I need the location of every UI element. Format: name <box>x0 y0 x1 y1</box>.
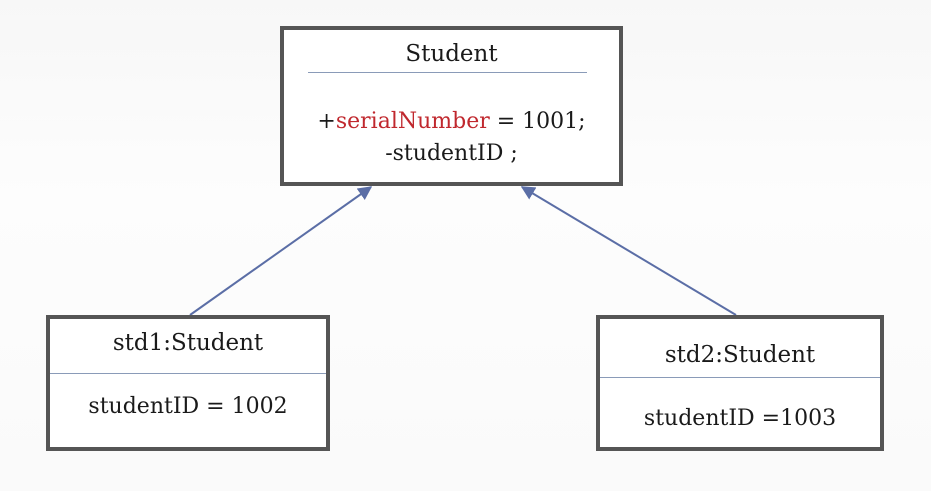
class-attribute-serial-number: +serialNumber = 1001; <box>284 108 619 136</box>
class-box-student: Student +serialNumber = 1001; -studentID… <box>280 26 623 186</box>
object-attribute: studentID = 1002 <box>88 394 288 419</box>
object-box-std1: std1:Student studentID = 1002 <box>46 315 330 451</box>
object-title: std2:Student <box>664 342 816 368</box>
attribute-name-highlighted: serialNumber <box>335 109 490 134</box>
object-title: std1:Student <box>112 330 264 356</box>
class-name: Student <box>405 41 498 67</box>
object-divider <box>600 377 880 378</box>
attribute-visibility: - <box>385 141 393 166</box>
link-std2-to-student <box>520 186 737 316</box>
object-divider <box>50 373 326 374</box>
attribute-terminator: ; <box>503 141 518 166</box>
attribute-value: = 1001; <box>489 109 586 134</box>
attribute-name: studentID <box>392 141 504 166</box>
object-attribute: studentID =1003 <box>643 406 837 431</box>
class-divider <box>308 72 587 73</box>
link-std1-to-student <box>189 186 373 316</box>
attribute-visibility: + <box>317 109 336 134</box>
class-attribute-student-id: -studentID ; <box>284 140 619 168</box>
object-box-std2: std2:Student studentID =1003 <box>596 315 884 451</box>
